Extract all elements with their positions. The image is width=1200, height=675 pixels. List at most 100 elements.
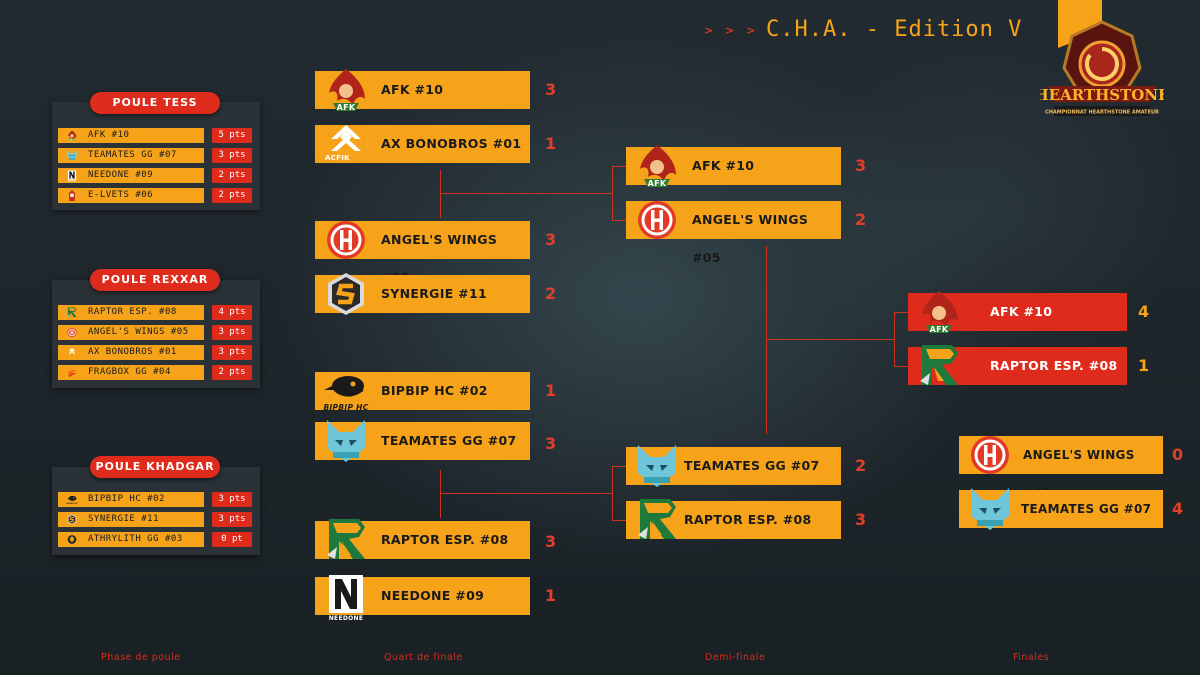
pool-points: 4 pts bbox=[212, 305, 252, 320]
fragbox-icon bbox=[61, 366, 83, 379]
pool-team: TEAMATES GG #07 bbox=[58, 148, 204, 163]
raptor-icon bbox=[630, 493, 684, 547]
footer-label-semi: Demi-finale bbox=[705, 652, 766, 663]
match-score: 4 bbox=[1138, 302, 1150, 321]
pool-team: SYNERGIE #11 bbox=[58, 512, 204, 527]
third-place-team-box[interactable]: TEAMATES GG #07 bbox=[959, 490, 1163, 528]
connector-line bbox=[440, 170, 441, 218]
afk-icon bbox=[61, 129, 83, 142]
match-team-box[interactable]: BIPBIP HC #02 bbox=[315, 372, 530, 410]
pool-title-tess: POULE TESS bbox=[90, 92, 220, 114]
final-team-box[interactable]: AFK #10 bbox=[908, 293, 1127, 331]
match-team-box[interactable]: TEAMATES GG #07 bbox=[626, 447, 841, 485]
match-score: 3 bbox=[545, 80, 557, 99]
raptor-icon bbox=[61, 306, 83, 319]
match-score: 1 bbox=[545, 381, 557, 400]
bipbip-icon bbox=[319, 364, 373, 418]
elvets-icon bbox=[61, 189, 83, 202]
afk-icon bbox=[912, 285, 966, 339]
pool-team: RAPTOR ESP. #08 bbox=[58, 305, 204, 320]
pool-team: NEEDONE #09 bbox=[58, 168, 204, 183]
match-score: 3 bbox=[855, 510, 867, 529]
connector-line bbox=[440, 470, 441, 518]
teamates-icon bbox=[319, 414, 373, 468]
afk-icon bbox=[630, 139, 684, 193]
match-score: 3 bbox=[545, 434, 557, 453]
match-team-box[interactable]: SYNERGIE #11 bbox=[315, 275, 530, 313]
pool-team: BIPBIP HC #02 bbox=[58, 492, 204, 507]
match-team-box[interactable]: ANGEL'S WINGS #05 bbox=[315, 221, 530, 285]
angels-wings-icon bbox=[963, 428, 1017, 482]
match-score: 1 bbox=[545, 134, 557, 153]
hearthstone-logo: HEARTHSTONE CHAMPIONNAT HEARTHSTONE AMAT… bbox=[1035, 16, 1170, 124]
connector-line bbox=[440, 493, 612, 494]
match-score: 2 bbox=[855, 210, 867, 229]
match-score: 3 bbox=[545, 230, 557, 249]
match-team-box[interactable]: AFK #10 bbox=[315, 71, 530, 109]
match-team-box[interactable]: AFK #10 bbox=[626, 147, 841, 185]
final-team-box[interactable]: RAPTOR ESP. #08 bbox=[908, 347, 1127, 385]
connector-line bbox=[612, 520, 626, 521]
match-score: 1 bbox=[1138, 356, 1150, 375]
pool-points: 3 pts bbox=[212, 148, 252, 163]
teamates-icon bbox=[963, 482, 1017, 536]
teamates-icon bbox=[61, 149, 83, 162]
synergie-icon bbox=[319, 267, 373, 321]
connector-line bbox=[612, 466, 626, 467]
connector-line bbox=[766, 246, 767, 434]
pool-team: ATHRYLITH GG #03 bbox=[58, 532, 204, 547]
connector-line bbox=[766, 339, 894, 340]
match-team-box[interactable]: ANGEL'S WINGS #05 bbox=[626, 201, 841, 265]
pool-points: 2 pts bbox=[212, 188, 252, 203]
page-title: C.H.A. - Edition V bbox=[766, 17, 1023, 42]
synergie-icon bbox=[61, 513, 83, 526]
footer-label-pools: Phase de poule bbox=[101, 652, 181, 663]
connector-line bbox=[612, 166, 626, 167]
match-team-box[interactable]: NEEDONE #09 bbox=[315, 577, 530, 615]
match-score: 3 bbox=[545, 532, 557, 551]
match-score: 3 bbox=[855, 156, 867, 175]
pool-points: 3 pts bbox=[212, 512, 252, 527]
pool-team: FRAGBOX GG #04 bbox=[58, 365, 204, 380]
svg-text:CHAMPIONNAT HEARTHSTONE AMATEU: CHAMPIONNAT HEARTHSTONE AMATEUR bbox=[1045, 110, 1159, 116]
third-place-team-box[interactable]: ANGEL'S WINGS #05 bbox=[959, 436, 1163, 500]
connector-line bbox=[894, 312, 895, 366]
needone-icon bbox=[61, 169, 83, 182]
pool-points: 0 pt bbox=[212, 532, 252, 547]
pool-points: 3 pts bbox=[212, 345, 252, 360]
connector-line bbox=[894, 366, 908, 367]
match-team-box[interactable]: ACFIK AX BONOBROS #01 bbox=[315, 125, 530, 163]
angels-wings-icon bbox=[319, 213, 373, 267]
pool-points: 3 pts bbox=[212, 492, 252, 507]
match-score: 2 bbox=[855, 456, 867, 475]
angels-wings-icon bbox=[61, 326, 83, 339]
athrylith-icon bbox=[61, 533, 83, 546]
pool-points: 5 pts bbox=[212, 128, 252, 143]
match-team-box[interactable]: TEAMATES GG #07 bbox=[315, 422, 530, 460]
pool-points: 2 pts bbox=[212, 168, 252, 183]
match-score: 4 bbox=[1172, 499, 1184, 518]
match-score: 0 bbox=[1172, 445, 1184, 464]
footer-label-quarter: Quart de finale bbox=[384, 652, 463, 663]
angels-wings-icon bbox=[630, 193, 684, 247]
afk-icon bbox=[319, 63, 373, 117]
connector-line bbox=[612, 220, 626, 221]
match-team-box[interactable]: RAPTOR ESP. #08 bbox=[315, 521, 530, 559]
pool-points: 2 pts bbox=[212, 365, 252, 380]
teamates-icon bbox=[630, 439, 684, 493]
match-score: 1 bbox=[545, 586, 557, 605]
pool-team: ANGEL'S WINGS #05 bbox=[58, 325, 204, 340]
pool-title-rexxar: POULE REXXAR bbox=[90, 269, 220, 291]
raptor-icon bbox=[319, 513, 373, 567]
connector-line bbox=[894, 312, 908, 313]
svg-text:HEARTHSTONE: HEARTHSTONE bbox=[1040, 86, 1164, 104]
connector-line bbox=[612, 466, 613, 520]
connector-line bbox=[440, 193, 612, 194]
connector-line bbox=[612, 166, 613, 220]
pool-team: E-LVETS #06 bbox=[58, 188, 204, 203]
ax-bonobros-icon bbox=[61, 346, 83, 359]
raptor-icon bbox=[912, 339, 966, 393]
match-team-box[interactable]: RAPTOR ESP. #08 bbox=[626, 501, 841, 539]
pool-team: AFK #10 bbox=[58, 128, 204, 143]
footer-label-finals: Finales bbox=[1013, 652, 1050, 663]
